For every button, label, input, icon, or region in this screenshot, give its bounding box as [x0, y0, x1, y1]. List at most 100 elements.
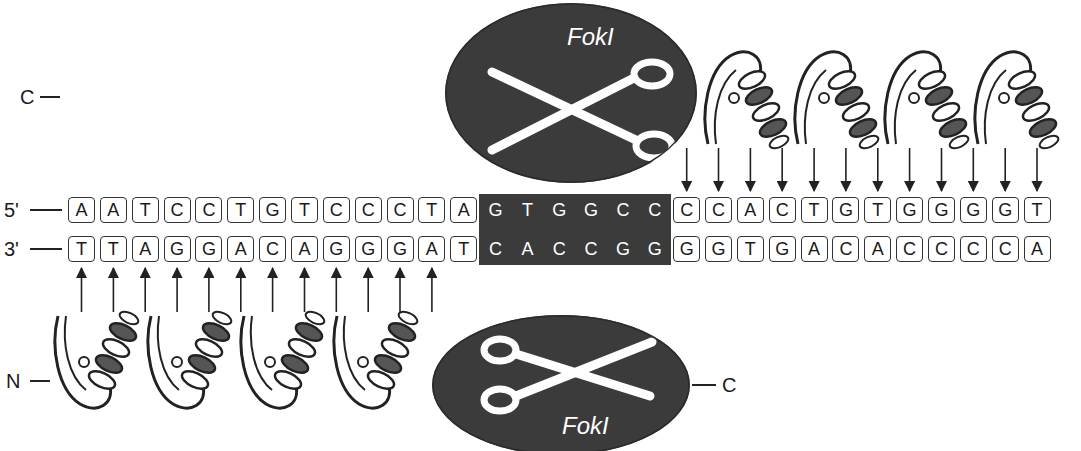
- terminus-line: [30, 380, 50, 382]
- base-box: G: [769, 236, 796, 262]
- base-box: C: [960, 236, 987, 262]
- contact-arrow: [81, 268, 83, 312]
- base-box: A: [227, 236, 254, 262]
- base-box: G: [259, 197, 286, 223]
- base-box: G: [641, 236, 668, 262]
- base-box: T: [801, 197, 828, 223]
- zinc-finger: [148, 309, 233, 408]
- base-letter: A: [872, 239, 884, 259]
- base-box: C: [355, 197, 382, 223]
- base-letter: T: [809, 200, 820, 220]
- base-box: A: [100, 197, 127, 223]
- contact-arrow: [208, 268, 210, 312]
- zinc-finger: [885, 52, 970, 151]
- base-letter: C: [394, 200, 407, 220]
- base-letter: G: [552, 200, 566, 220]
- base-letter: G: [998, 200, 1012, 220]
- base-box: A: [450, 197, 477, 223]
- base-letter: G: [648, 239, 662, 259]
- base-letter: A: [426, 239, 438, 259]
- base-letter: T: [1032, 200, 1043, 220]
- base-letter: A: [107, 200, 119, 220]
- base-letter: C: [839, 239, 852, 259]
- base-box: T: [291, 197, 318, 223]
- base-box: G: [673, 236, 700, 262]
- terminus-line: [692, 384, 716, 386]
- strand-end-label: 5': [4, 198, 19, 222]
- base-box: T: [737, 236, 764, 262]
- base-box: A: [737, 197, 764, 223]
- enzyme-body: [445, 3, 697, 183]
- base-letter: C: [171, 200, 184, 220]
- base-letter: G: [361, 239, 375, 259]
- scissors-handle: [484, 389, 516, 411]
- base-letter: C: [553, 239, 566, 259]
- contact-arrow: [941, 148, 943, 191]
- base-box: G: [387, 236, 414, 262]
- base-letter: G: [266, 200, 280, 220]
- base-letter: T: [426, 200, 437, 220]
- base-box: T: [864, 197, 891, 223]
- base-box: A: [132, 236, 159, 262]
- base-letter: T: [299, 200, 310, 220]
- enzyme-name: FokI: [562, 412, 609, 440]
- base-letter: A: [521, 239, 533, 259]
- base-box: C: [641, 197, 668, 223]
- base-box: T: [100, 236, 127, 262]
- strand-end-line: [30, 248, 62, 250]
- enzyme-domain: FokI: [445, 3, 697, 183]
- base-letter: T: [522, 200, 533, 220]
- enzyme-outline: [446, 4, 696, 182]
- base-box: C: [992, 236, 1019, 262]
- base-letter: T: [458, 239, 469, 259]
- base-letter: G: [170, 239, 184, 259]
- base-letter: T: [140, 200, 151, 220]
- base-letter: C: [266, 239, 279, 259]
- base-letter: C: [903, 239, 916, 259]
- base-box: C: [769, 197, 796, 223]
- scissors-blade: [492, 78, 634, 150]
- base-letter: C: [489, 239, 502, 259]
- base-letter: G: [839, 200, 853, 220]
- base-box: G: [705, 236, 732, 262]
- base-box: G: [164, 236, 191, 262]
- base-box: A: [801, 236, 828, 262]
- contact-arrow: [972, 148, 974, 191]
- base-letter: C: [616, 200, 629, 220]
- base-box: C: [673, 197, 700, 223]
- base-box: A: [68, 197, 95, 223]
- contact-arrow: [113, 268, 115, 312]
- contact-arrow: [176, 268, 178, 312]
- zinc-finger: [241, 309, 326, 408]
- spacer-band: [479, 194, 671, 265]
- base-box: C: [578, 236, 605, 262]
- contact-arrow: [304, 268, 306, 312]
- base-letter: C: [585, 239, 598, 259]
- base-letter: G: [202, 239, 216, 259]
- base-letter: T: [745, 239, 756, 259]
- base-box: C: [323, 197, 350, 223]
- base-box: C: [896, 236, 923, 262]
- terminus-label: C: [20, 85, 34, 109]
- base-box: A: [418, 236, 445, 262]
- enzyme-name: FokI: [567, 23, 614, 51]
- strand-end-label: 3': [4, 237, 19, 261]
- base-box: G: [195, 236, 222, 262]
- base-box: T: [418, 197, 445, 223]
- base-letter: C: [776, 200, 789, 220]
- contact-arrow: [240, 268, 242, 312]
- contact-arrow: [909, 148, 911, 191]
- scissors-blade: [516, 342, 652, 396]
- enzyme-outline: [432, 315, 690, 451]
- base-letter: G: [393, 239, 407, 259]
- base-letter: T: [235, 200, 246, 220]
- contact-arrow: [1004, 148, 1006, 191]
- base-letter: A: [75, 200, 87, 220]
- terminus-label: C: [722, 373, 736, 397]
- base-letter: C: [999, 239, 1012, 259]
- base-letter: G: [489, 200, 503, 220]
- base-letter: A: [235, 239, 247, 259]
- base-letter: A: [139, 239, 151, 259]
- zinc-finger: [334, 309, 419, 408]
